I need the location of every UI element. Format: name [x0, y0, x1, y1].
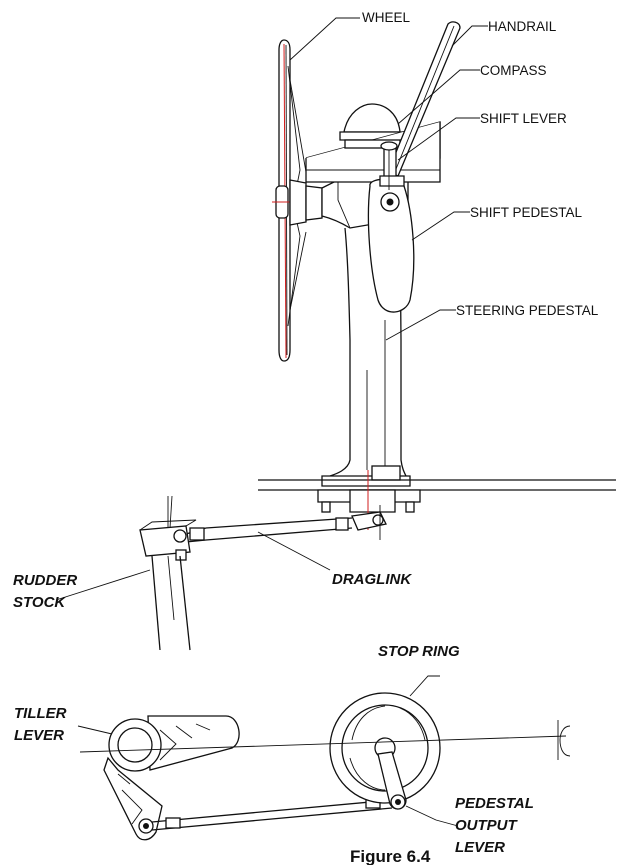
label-tiller: TILLER	[14, 705, 67, 722]
label-handrail: HANDRAIL	[488, 19, 557, 34]
label-stop-ring: STOP RING	[378, 643, 460, 660]
draglink-plan-view	[151, 797, 393, 831]
leader-lines	[55, 17, 488, 827]
deck-drawing	[258, 470, 616, 530]
draglink-elevation	[185, 505, 387, 543]
label-wheel: WHEEL	[362, 10, 411, 25]
shift-pedestal-drawing	[367, 141, 415, 313]
centerline-drawing	[79, 720, 571, 760]
handrail-drawing	[387, 21, 461, 177]
label-draglink: DRAGLINK	[332, 571, 412, 588]
label-shift-pedestal: SHIFT PEDESTAL	[470, 205, 583, 220]
figure-caption: Figure 6.4	[350, 847, 431, 865]
label-pedestal: PEDESTAL	[455, 795, 534, 812]
label-tiller-lever: LEVER	[14, 727, 64, 744]
wheel-drawing	[272, 39, 323, 362]
label-output-lever: LEVER	[455, 839, 505, 856]
label-compass: COMPASS	[480, 63, 547, 78]
tiller-plan-view	[103, 715, 240, 841]
steering-pedestal-drawing	[321, 179, 411, 487]
label-shift-lever: SHIFT LEVER	[480, 111, 567, 126]
rudder-stock-elevation	[139, 495, 197, 651]
label-steering-pedestal: STEERING PEDESTAL	[456, 303, 599, 318]
label-output: OUTPUT	[455, 817, 519, 834]
label-rudder: RUDDER	[13, 572, 77, 589]
stop-ring-plan-view	[329, 692, 441, 810]
label-stock: STOCK	[13, 594, 66, 611]
